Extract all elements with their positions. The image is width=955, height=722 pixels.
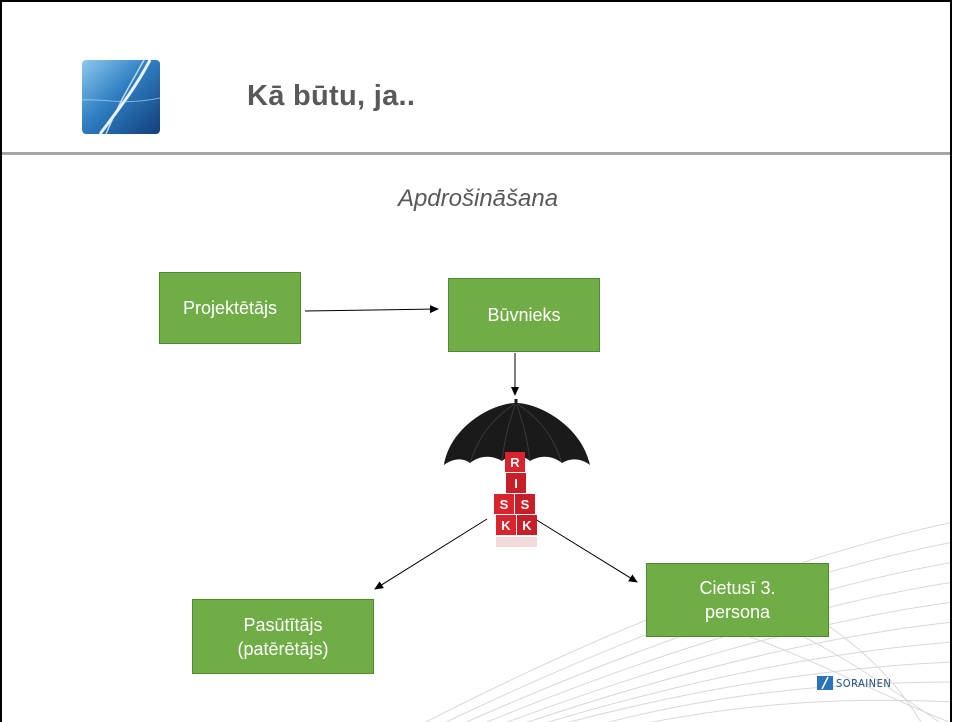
brand-mark-icon [817, 676, 833, 690]
title-divider [2, 152, 950, 155]
abstract-logo-icon [82, 60, 160, 134]
risk-block-k2: K [522, 518, 532, 533]
arrow-designer-to-builder [304, 305, 439, 314]
node-third-party: Cietusī 3. persona [646, 563, 829, 637]
brand-logo: SORAINEN [817, 676, 891, 690]
node-third-party-line2: persona [704, 602, 771, 622]
slide-title: Kā būtu, ja.. [247, 80, 416, 112]
brand-name: SORAINEN [836, 676, 892, 690]
slide-subtitle: Apdrošināšana [397, 185, 559, 212]
risk-blocks-icon: R I S S K K [494, 452, 537, 547]
node-third-party-line1: Cietusī 3. [699, 578, 776, 598]
risk-block-i: I [514, 476, 518, 491]
node-builder-label: Būvnieks [487, 305, 561, 325]
risk-block-s1: S [500, 497, 509, 512]
risk-block-r: R [510, 455, 520, 470]
node-builder: Būvnieks [448, 278, 600, 352]
risk-block-k1: K [501, 518, 511, 533]
risk-block-s2: S [521, 497, 530, 512]
node-designer-label: Projektētājs [182, 298, 278, 318]
node-client-line2: (patērētājs) [237, 638, 329, 659]
umbrella-risk-illustration: R I S S K K [444, 399, 590, 547]
node-designer: Projektētājs [159, 272, 301, 344]
logo-tile [82, 60, 160, 134]
node-client-line1: Pasūtītājs [243, 614, 323, 635]
node-client: Pasūtītājs (patērētājs) [192, 599, 374, 674]
